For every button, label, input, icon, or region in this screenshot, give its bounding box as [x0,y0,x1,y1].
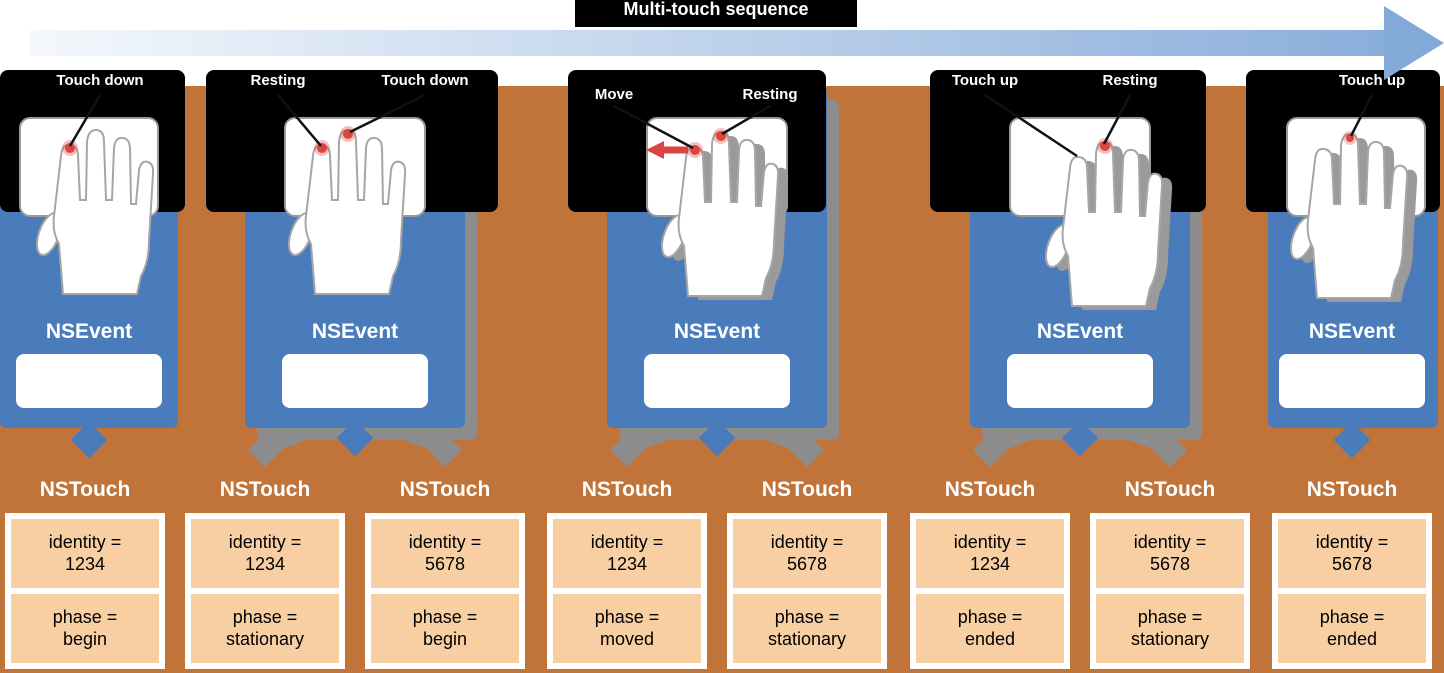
phase-row: phase =ended [1278,594,1426,663]
phase-value: ended [964,628,1016,649]
sequence-banner-label: Multi-touch sequence [623,0,809,19]
identity-value: 5678 [786,553,828,574]
sequence-arrow [30,6,1444,80]
phase-label: phase = [1137,606,1203,627]
sequence-banner: Multi-touch sequence [575,0,857,27]
identity-value: 1234 [969,553,1011,574]
nstouch-card-6: identity =1234 phase =ended [910,513,1070,669]
phase-label: phase = [232,606,298,627]
nstouch-label-2: NSTouch [219,478,311,501]
nstouch-card-1: identity =1234 phase =begin [5,513,165,669]
phase-value: begin [422,628,468,649]
phase-label: phase = [774,606,840,627]
identity-value: 1234 [64,553,106,574]
phase-label: phase = [957,606,1023,627]
nstouch-label-3: NSTouch [399,478,491,501]
nstouch-card-8: identity =5678 phase =ended [1272,513,1432,669]
identity-label: identity = [953,531,1027,552]
blue-diamonds [70,419,1371,459]
callout-touch-down-1: Touch down [56,72,144,89]
callout-touch-down-2b: Touch down [381,72,469,89]
nstouch-label-1: NSTouch [39,478,131,501]
nstouch-label-5: NSTouch [761,478,853,501]
phase-row: phase =stationary [191,594,339,663]
nstouch-label-6: NSTouch [944,478,1036,501]
phase-label: phase = [594,606,660,627]
identity-value: 5678 [1149,553,1191,574]
identity-label: identity = [590,531,664,552]
phase-value: moved [599,628,655,649]
nstouch-card-4: identity =1234 phase =moved [547,513,707,669]
identity-value: 1234 [606,553,648,574]
identity-value: 5678 [1331,553,1373,574]
nsevent-label-5: NSEvent [1308,320,1396,343]
phase-value: stationary [767,628,847,649]
callout-resting-4b: Resting [1102,72,1158,89]
sequence-arrowhead-icon [1384,6,1444,80]
identity-label: identity = [1133,531,1207,552]
identity-value: 1234 [244,553,286,574]
nstouch-card-2: identity =1234 phase =stationary [185,513,345,669]
phase-row: phase =stationary [733,594,881,663]
callout-tails [68,93,1374,158]
identity-row: identity =1234 [11,519,159,588]
identity-row: identity =5678 [371,519,519,588]
identity-row: identity =1234 [916,519,1064,588]
identity-label: identity = [770,531,844,552]
identity-row: identity =1234 [191,519,339,588]
nstouch-label-4: NSTouch [581,478,673,501]
nsevent-label-4: NSEvent [1036,320,1124,343]
phase-row: phase =begin [371,594,519,663]
nstouch-card-7: identity =5678 phase =stationary [1090,513,1250,669]
phase-row: phase =begin [11,594,159,663]
nsevent-boxes [16,354,1425,408]
identity-label: identity = [408,531,482,552]
identity-row: identity =1234 [553,519,701,588]
phase-value: stationary [1130,628,1210,649]
identity-label: identity = [48,531,122,552]
phase-label: phase = [412,606,478,627]
nstouch-card-3: identity =5678 phase =begin [365,513,525,669]
phase-value: ended [1326,628,1378,649]
phase-row: phase =ended [916,594,1064,663]
phase-value: stationary [225,628,305,649]
move-arrow-icon [646,141,688,159]
nsevent-label-2: NSEvent [311,320,399,343]
identity-value: 5678 [424,553,466,574]
nstouch-label-7: NSTouch [1124,478,1216,501]
callout-touch-up-4a: Touch up [951,72,1019,89]
identity-row: identity =5678 [1278,519,1426,588]
gray-diamonds [248,433,1187,467]
phase-label: phase = [1319,606,1385,627]
nsevent-label-3: NSEvent [673,320,761,343]
phase-row: phase =stationary [1096,594,1244,663]
nstouch-card-5: identity =5678 phase =stationary [727,513,887,669]
identity-label: identity = [228,531,302,552]
callout-resting-3b: Resting [742,86,798,103]
callout-touch-up-5: Touch up [1338,72,1406,89]
identity-label: identity = [1315,531,1389,552]
nstouch-label-8: NSTouch [1306,478,1398,501]
identity-row: identity =5678 [733,519,881,588]
callout-move-3a: Move [594,86,634,103]
phase-value: begin [62,628,108,649]
nsevent-label-1: NSEvent [45,320,133,343]
identity-row: identity =5678 [1096,519,1244,588]
phase-label: phase = [52,606,118,627]
phase-row: phase =moved [553,594,701,663]
callout-resting-2a: Resting [250,72,306,89]
